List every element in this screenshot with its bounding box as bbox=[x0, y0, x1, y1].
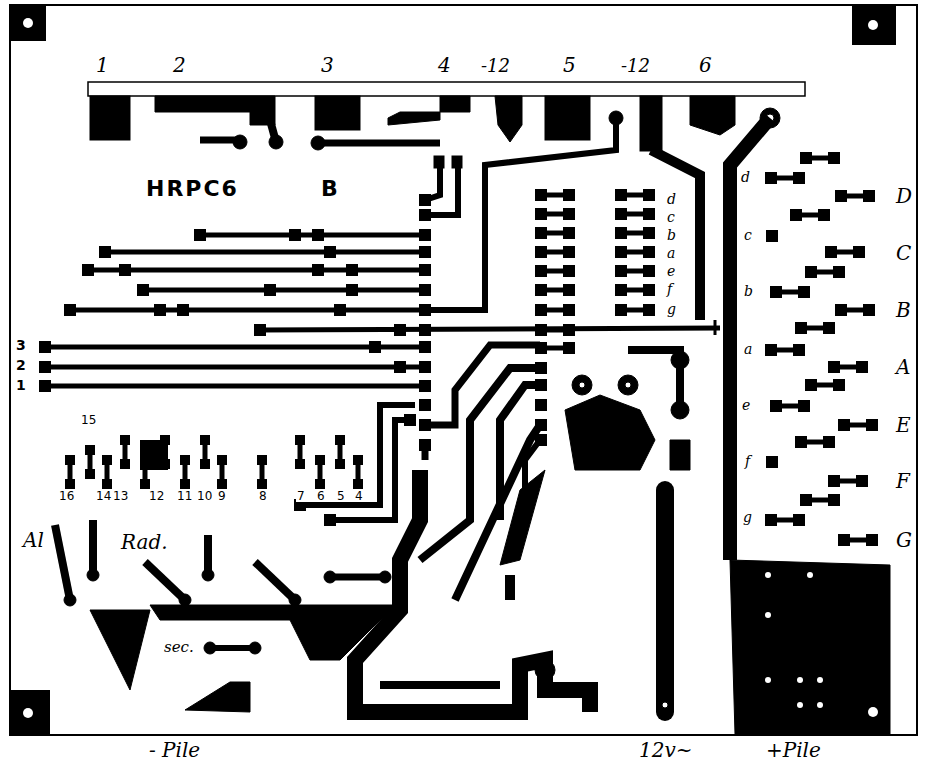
pcb-label: B bbox=[320, 178, 341, 200]
pcb-label: 1 bbox=[95, 55, 110, 75]
pcb-label: 16 bbox=[58, 490, 75, 502]
pcb-label: 2 bbox=[15, 358, 27, 372]
pcb-label: sec. bbox=[163, 640, 195, 655]
pcb-label: a bbox=[666, 246, 676, 260]
pcb-label: 15 bbox=[80, 414, 97, 426]
pcb-label: 12 bbox=[148, 490, 165, 502]
pcb-label: -12 bbox=[620, 57, 651, 75]
pcb-label: G bbox=[895, 530, 913, 550]
pcb-label: e bbox=[741, 398, 751, 412]
pcb-label: 4 bbox=[437, 55, 452, 75]
pcb-label: B bbox=[895, 300, 912, 320]
pcb-label: E bbox=[895, 415, 912, 435]
pcb-label: d bbox=[666, 192, 677, 206]
pcb-label: 2 bbox=[172, 55, 187, 75]
pcb-label: 7 bbox=[296, 490, 306, 502]
pcb-label: Rad. bbox=[120, 532, 169, 552]
pcb-label: d bbox=[740, 170, 751, 184]
pcb-label: HRPC6 bbox=[145, 178, 240, 200]
pcb-label: A bbox=[895, 357, 911, 377]
pcb-label: -12 bbox=[480, 57, 511, 75]
pcb-label: f bbox=[666, 282, 673, 296]
pcb-label: D bbox=[895, 186, 913, 206]
pcb-label: 14 bbox=[95, 490, 112, 502]
pcb-label: +Pile bbox=[765, 740, 822, 760]
pcb-label: g bbox=[666, 302, 677, 316]
pcb-label: c bbox=[743, 228, 753, 242]
pcb-label: F bbox=[895, 471, 911, 491]
pcb-label: 10 bbox=[196, 490, 213, 502]
pcb-label: 5 bbox=[336, 490, 346, 502]
pcb-label: g bbox=[742, 510, 753, 524]
pcb-label: 6 bbox=[698, 55, 713, 75]
pcb-label: e bbox=[666, 264, 676, 278]
pcb-label: 3 bbox=[320, 55, 335, 75]
pcb-label: 9 bbox=[217, 490, 227, 502]
pcb-label: 12v~ bbox=[638, 740, 694, 760]
pcb-label: b bbox=[743, 284, 754, 298]
pcb-label: 8 bbox=[258, 490, 268, 502]
pcb-label: 11 bbox=[176, 490, 193, 502]
pcb-label: 13 bbox=[112, 490, 129, 502]
pcb-label: 5 bbox=[562, 55, 577, 75]
pcb-label: f bbox=[744, 454, 751, 468]
pcb-label: 3 bbox=[15, 338, 27, 352]
pcb-label: - Pile bbox=[148, 740, 201, 760]
pcb-label: Al bbox=[22, 530, 45, 550]
pcb-label: 4 bbox=[354, 490, 364, 502]
pcb-label: 1 bbox=[15, 378, 27, 392]
pcb-label: a bbox=[743, 342, 753, 356]
pcb-label: C bbox=[895, 243, 912, 263]
pcb-label: c bbox=[666, 210, 676, 224]
pcb-label: 6 bbox=[316, 490, 326, 502]
pcb-label: b bbox=[666, 228, 677, 242]
